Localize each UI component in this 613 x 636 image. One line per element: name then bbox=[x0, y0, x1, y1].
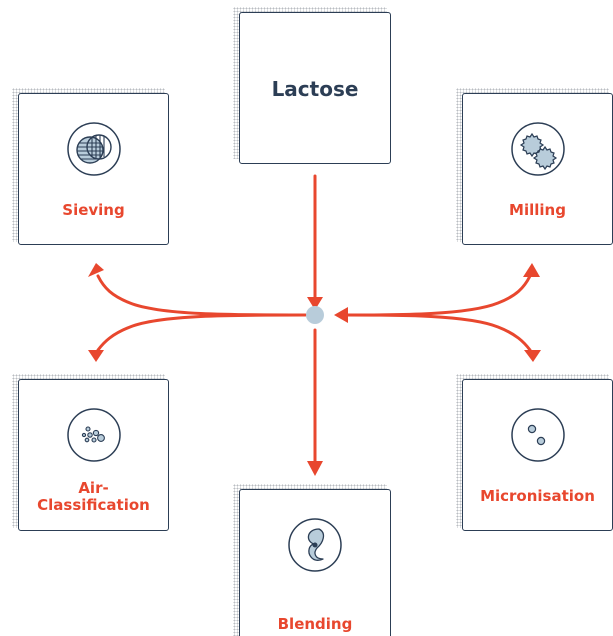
blending-label: Blending bbox=[277, 615, 353, 633]
lactose-box: Lactose bbox=[239, 12, 391, 164]
sieve-icon bbox=[67, 122, 121, 176]
arrowhead-hub-right bbox=[334, 307, 348, 323]
micronisation-box: Micronisation bbox=[462, 379, 613, 531]
arrow-micronisation-to-hub bbox=[344, 313, 532, 352]
blending-box: Blending bbox=[239, 489, 391, 636]
arrow-milling-to-hub bbox=[344, 274, 532, 317]
arrowhead-hub bbox=[307, 297, 323, 310]
hub-node bbox=[306, 306, 324, 324]
arrowhead-air-classification bbox=[88, 350, 104, 362]
blender-icon bbox=[288, 518, 342, 572]
micronisation-label: Micronisation bbox=[480, 487, 595, 505]
arrowhead-micronisation bbox=[524, 350, 541, 362]
air-classification-label: Air- Classification bbox=[37, 479, 150, 514]
air-classification-box: Air- Classification bbox=[18, 379, 169, 531]
arrow-hub-to-air-classification bbox=[96, 313, 307, 352]
sieving-label: Sieving bbox=[62, 201, 125, 219]
milling-label: Milling bbox=[509, 201, 566, 219]
milling-box: Milling bbox=[462, 93, 613, 245]
micronised-particles-icon bbox=[511, 408, 565, 462]
sieving-box: Sieving bbox=[18, 93, 169, 245]
gears-icon bbox=[511, 122, 565, 176]
arrowhead-sieving bbox=[88, 263, 104, 277]
arrowhead-milling bbox=[523, 263, 540, 277]
arrowhead-blending bbox=[307, 461, 323, 476]
particles-icon bbox=[67, 408, 121, 462]
arrow-hub-to-sieving bbox=[96, 274, 307, 317]
lactose-title: Lactose bbox=[271, 77, 359, 101]
